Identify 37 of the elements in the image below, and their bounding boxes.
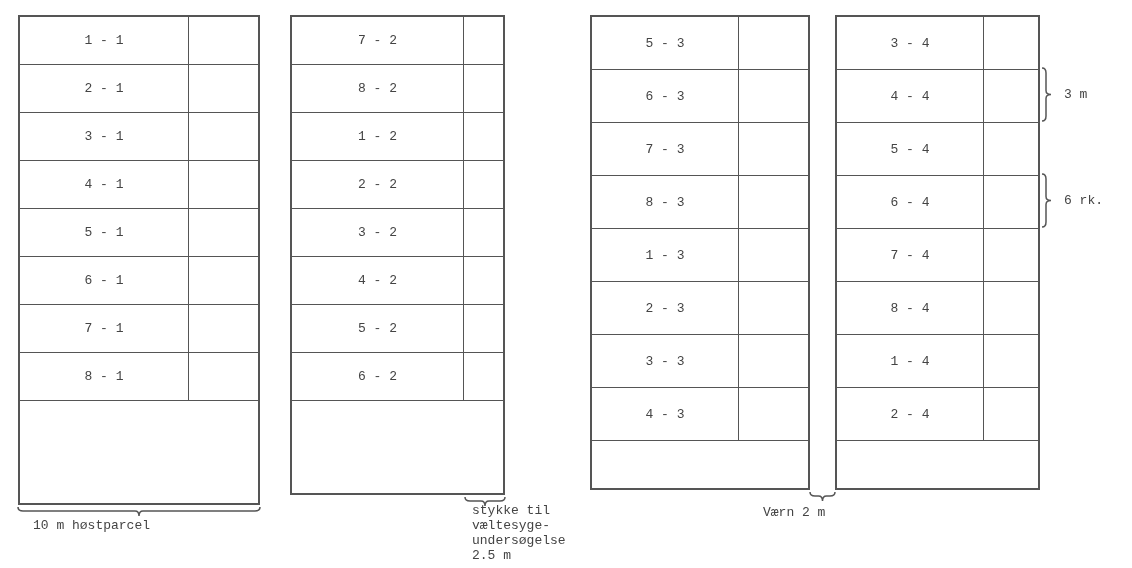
plot-label: 2 - 1 xyxy=(84,81,124,96)
plot-label: 1 - 3 xyxy=(645,247,685,263)
plot-label: 6 - 4 xyxy=(890,194,930,210)
plot-label: 5 - 4 xyxy=(890,141,930,157)
plot-label: 8 - 4 xyxy=(890,300,930,316)
plot-label: 4 - 3 xyxy=(645,406,685,422)
plot-label: 8 - 1 xyxy=(84,369,124,384)
plot-label: 6 - 3 xyxy=(645,88,685,104)
plot-label: 2 - 2 xyxy=(358,177,397,192)
plot-label: 3 - 3 xyxy=(645,353,685,369)
plot-label: 6 - 2 xyxy=(358,369,397,384)
plot-label: 8 - 3 xyxy=(645,194,685,210)
plot-label: 7 - 3 xyxy=(645,141,685,157)
plot-label: 6 - 1 xyxy=(84,273,124,288)
plot-label: 5 - 3 xyxy=(645,35,685,51)
plot-label: 2 - 3 xyxy=(645,300,685,316)
plot-label: 7 - 4 xyxy=(890,247,930,263)
plot-label: 1 - 4 xyxy=(890,353,930,369)
plot-label: 1 - 2 xyxy=(358,129,397,144)
plot-label: 4 - 1 xyxy=(84,177,124,192)
dimension-label: stykke til væltesyge- undersøgelse 2.5 m xyxy=(472,503,567,563)
plot-label: 4 - 2 xyxy=(358,273,397,288)
plot-label: 7 - 1 xyxy=(84,321,124,336)
plot-label: 3 - 2 xyxy=(358,225,397,240)
dimension-label: 3 m xyxy=(1064,86,1088,102)
plot-label: 8 - 2 xyxy=(358,81,397,96)
dimension-label: Værn 2 m xyxy=(763,505,826,520)
plot-label: 5 - 1 xyxy=(84,225,124,240)
dimension-label: 10 m høstparcel xyxy=(33,518,151,533)
dimension-label: 6 rk. xyxy=(1064,192,1103,208)
plot-label: 3 - 1 xyxy=(84,129,124,144)
plot-label: 7 - 2 xyxy=(358,33,397,48)
plot-label: 3 - 4 xyxy=(890,35,930,51)
plot-label: 4 - 4 xyxy=(890,88,930,104)
plot-label: 1 - 1 xyxy=(84,33,124,48)
plot-label: 5 - 2 xyxy=(358,321,397,336)
plot-label: 2 - 4 xyxy=(890,406,930,422)
